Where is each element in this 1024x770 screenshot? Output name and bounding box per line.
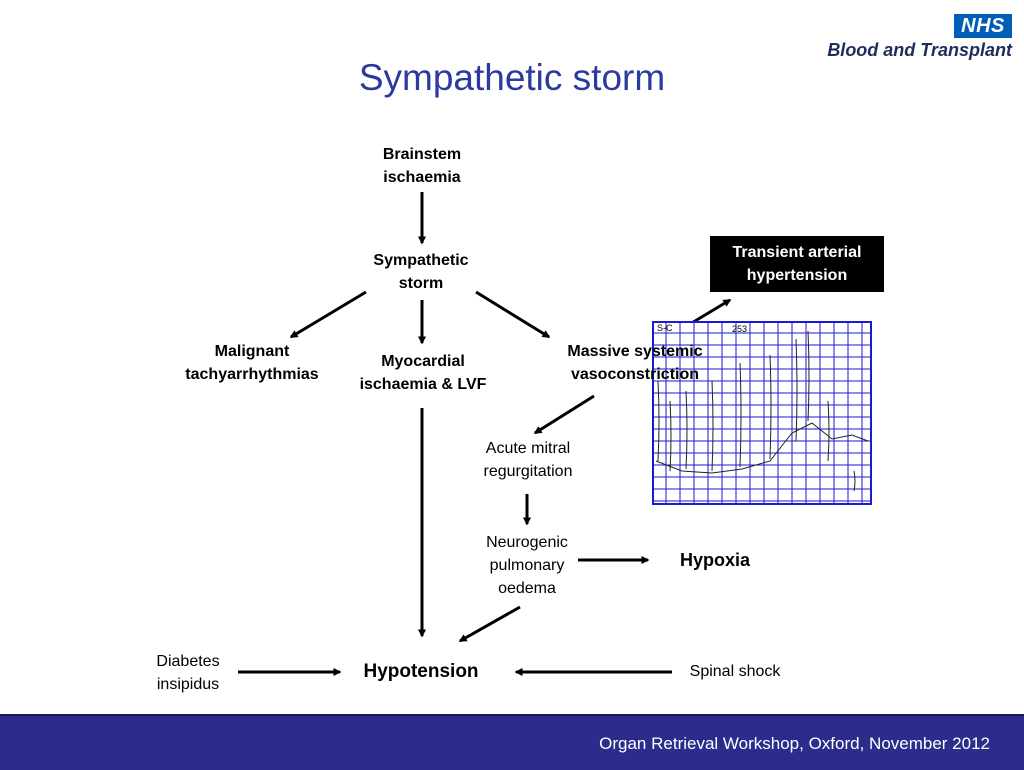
arrow-storm-to-malignant [289, 290, 367, 339]
footer-text: Organ Retrieval Workshop, Oxford, Novemb… [599, 734, 990, 753]
bp-chart-frame [652, 321, 872, 505]
node-myocardial-ischaemia: Myocardial ischaemia & LVF [359, 353, 487, 393]
node-hypotension: Hypotension [363, 661, 479, 682]
node-neurogenic-pulmonary-oedema: Neurogenic pulmonary oedema [486, 534, 568, 597]
footer-bar: Organ Retrieval Workshop, Oxford, Novemb… [0, 714, 1024, 770]
bp-trace-stroke [827, 400, 830, 462]
node-acute-mitral-regurgitation: Acute mitral regurgitation [483, 440, 573, 480]
nhs-blood-transplant-logo: NHS Blood and Transplant [812, 14, 1012, 64]
bp-trace-baseline [655, 422, 869, 474]
node-spinal-shock: Spinal shock [689, 663, 781, 680]
bp-chart-label-253: 253 [732, 324, 747, 334]
node-malignant-tachyarrhythmias: Malignant tachyarrhythmias [185, 343, 319, 383]
node-brainstem-ischaemia: Brainstem ischaemia [382, 146, 462, 186]
node-diabetes-insipidus: Diabetes insipidus [156, 653, 220, 693]
bp-trace-stroke [657, 380, 660, 462]
bp-trace-stroke [769, 354, 772, 460]
arrow-storm-to-massive [475, 290, 551, 339]
node-hypoxia: Hypoxia [679, 550, 751, 570]
slide-title: Sympathetic storm [358, 57, 666, 98]
bp-chart-label-sc: S-C [657, 323, 673, 333]
arrow-neurogenic-to-hypotension [458, 605, 521, 643]
bp-trace-stroke [685, 390, 688, 470]
bp-trace-stroke [669, 400, 672, 472]
node-transient-arterial-hypertension: Transient arterial hypertension [710, 236, 884, 292]
bp-trace-stroke [739, 362, 742, 468]
node-massive-systemic-vasoconstriction: Massive systemic vasoconstriction [567, 343, 703, 383]
bp-trace-chart: S-C 253 [652, 321, 872, 505]
node-sympathetic-storm: Sympathetic storm [373, 252, 469, 292]
bp-trace-stroke [807, 330, 810, 422]
nhs-badge: NHS [954, 14, 1012, 38]
bp-trace-stroke [795, 338, 798, 442]
bp-trace-stroke [711, 380, 714, 472]
arrow-massive-to-acute [533, 394, 595, 435]
bp-trace-stroke [853, 470, 856, 492]
logo-text: Blood and Transplant [827, 40, 1012, 60]
